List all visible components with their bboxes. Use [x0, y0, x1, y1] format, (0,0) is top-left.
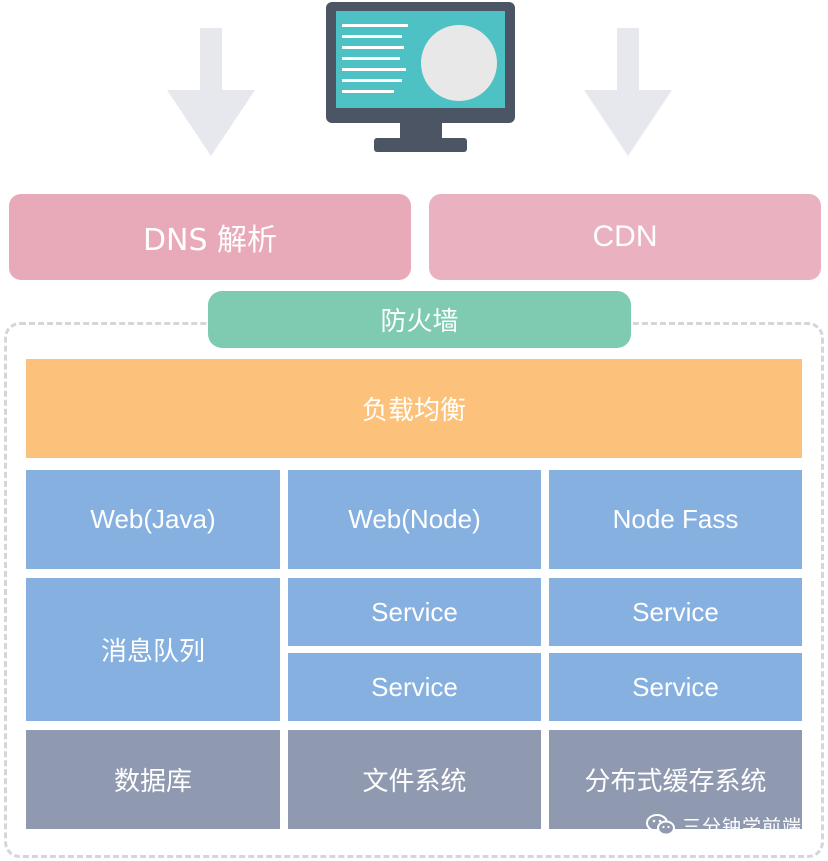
service-box: Service	[288, 653, 541, 721]
right-down-arrow-icon	[584, 28, 672, 156]
web-java-box: Web(Java)	[26, 470, 280, 569]
message-queue-box: 消息队列	[26, 578, 280, 721]
wechat-icon	[646, 813, 676, 837]
cdn-label: CDN	[592, 220, 658, 253]
message-queue-label: 消息队列	[100, 637, 205, 667]
node-fass-label: Node Fass	[612, 504, 739, 534]
monitor-icon	[326, 0, 516, 155]
file-system-box: 文件系统	[288, 730, 541, 829]
firewall-label: 防火墙	[380, 307, 459, 337]
service-label: Service	[632, 596, 719, 627]
node-fass-box: Node Fass	[549, 470, 802, 569]
cdn-box: CDN	[429, 194, 821, 280]
service-box: Service	[549, 578, 802, 646]
web-java-label: Web(Java)	[90, 504, 216, 534]
web-node-label: Web(Node)	[348, 504, 481, 534]
dns-label: DNS 解析	[142, 223, 278, 258]
service-label: Service	[371, 596, 458, 627]
file-system-label: 文件系统	[362, 767, 467, 797]
load-balancer-box: 负载均衡	[26, 359, 802, 458]
service-box: Service	[549, 653, 802, 721]
service-box: Service	[288, 578, 541, 646]
database-box: 数据库	[26, 730, 280, 829]
firewall-box: 防火墙	[208, 291, 631, 348]
web-node-box: Web(Node)	[288, 470, 541, 569]
distributed-cache-label: 分布式缓存系统	[584, 767, 767, 797]
watermark: 三分钟学前端	[646, 810, 802, 840]
watermark-label: 三分钟学前端	[682, 815, 803, 838]
left-down-arrow-icon	[167, 28, 255, 156]
database-label: 数据库	[113, 767, 192, 797]
service-label: Service	[632, 671, 719, 702]
load-balancer-label: 负载均衡	[361, 396, 466, 426]
service-label: Service	[371, 671, 458, 702]
distributed-cache-box: 分布式缓存系统	[549, 730, 802, 829]
dns-resolution-box: DNS 解析	[9, 194, 411, 280]
